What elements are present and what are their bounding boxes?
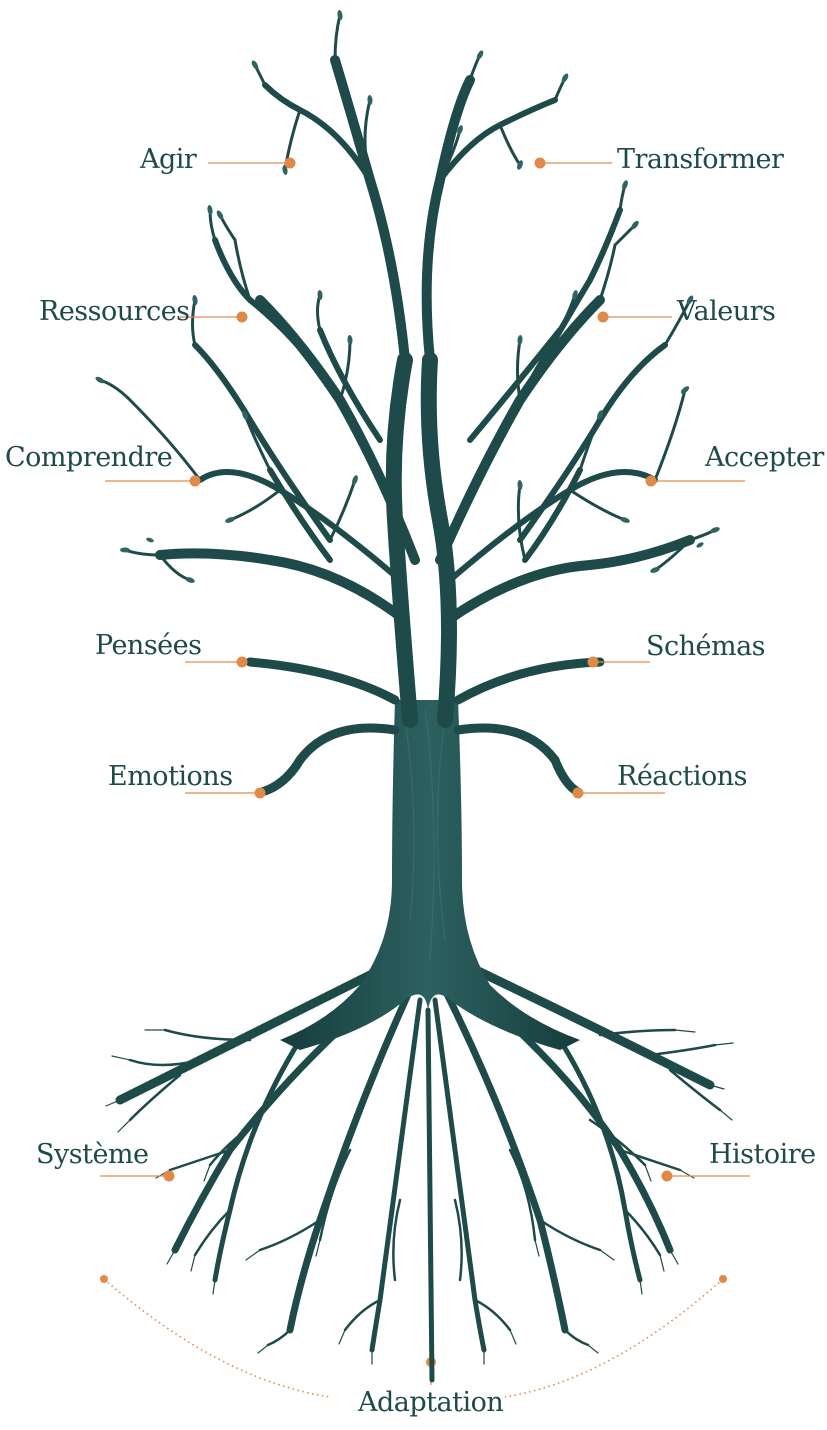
- label-reactions: Réactions: [617, 761, 748, 792]
- label-schemas: Schémas: [646, 631, 766, 662]
- label-connectors: [100, 157, 750, 1182]
- label-comprendre: Comprendre: [5, 442, 173, 473]
- roots: [105, 955, 734, 1383]
- label-valeurs: Valeurs: [677, 296, 776, 327]
- label-pensees: Pensées: [95, 630, 202, 661]
- label-adaptation: Adaptation: [358, 1387, 504, 1418]
- label-agir: Agir: [140, 144, 197, 175]
- tree-trunk: [280, 700, 580, 1050]
- adaptation-arc: [100, 1275, 727, 1398]
- label-emotions: Emotions: [108, 761, 233, 792]
- label-ressources: Ressources: [39, 296, 190, 327]
- label-histoire: Histoire: [709, 1139, 816, 1170]
- label-transformer: Transformer: [617, 144, 784, 175]
- label-accepter: Accepter: [705, 442, 824, 473]
- branches: [95, 10, 720, 797]
- label-systeme: Système: [36, 1139, 149, 1170]
